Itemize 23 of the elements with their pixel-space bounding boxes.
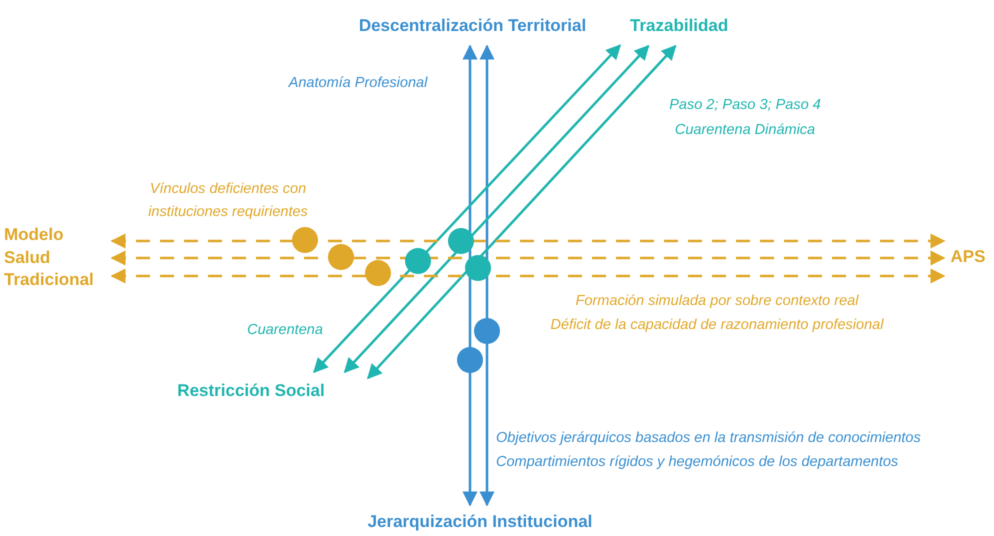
double-headed-arrow: [462, 44, 478, 506]
annotation-text: Paso 2; Paso 3; Paso 4: [669, 97, 821, 114]
double-headed-arrow: [480, 44, 494, 506]
annotation-text: Déficit de la capacidad de razonamiento profesional: [550, 317, 884, 334]
annotation-text: Cuarentena: [247, 322, 323, 340]
annotation-text: Vínculos deficientes con instituciones requirientes: [147, 180, 309, 222]
axis-title: Descentralización Territorial: [355, 6, 590, 46]
double-headed-arrow: [366, 44, 676, 380]
annotation-text: Formación simulada por sobre contexto real: [576, 293, 858, 310]
annotation-text: Anatomía Profesional: [288, 75, 428, 92]
axis-title: Modelo Salud Tradicional: [4, 222, 112, 294]
annotation-text: Cuarentena Dinámica: [674, 122, 816, 140]
annotation-text: Objetivos jerárquicos basados en la transmisión de conocimientos: [496, 430, 921, 448]
double-headed-arrow: [110, 250, 946, 266]
axis-title: Trazabilidad: [620, 6, 770, 46]
double-headed-arrow: [344, 44, 650, 374]
axis-title: Restricción Social: [168, 372, 368, 410]
axis-title: Jerarquización Institucional: [355, 505, 605, 536]
double-headed-arrow: [110, 268, 946, 284]
double-headed-arrow: [313, 44, 622, 374]
double-headed-arrow: [110, 234, 946, 248]
annotation-text: Compartimientos rígidos y hegemónicos de los departamentos: [496, 454, 898, 472]
axis-title: APS: [944, 232, 992, 282]
